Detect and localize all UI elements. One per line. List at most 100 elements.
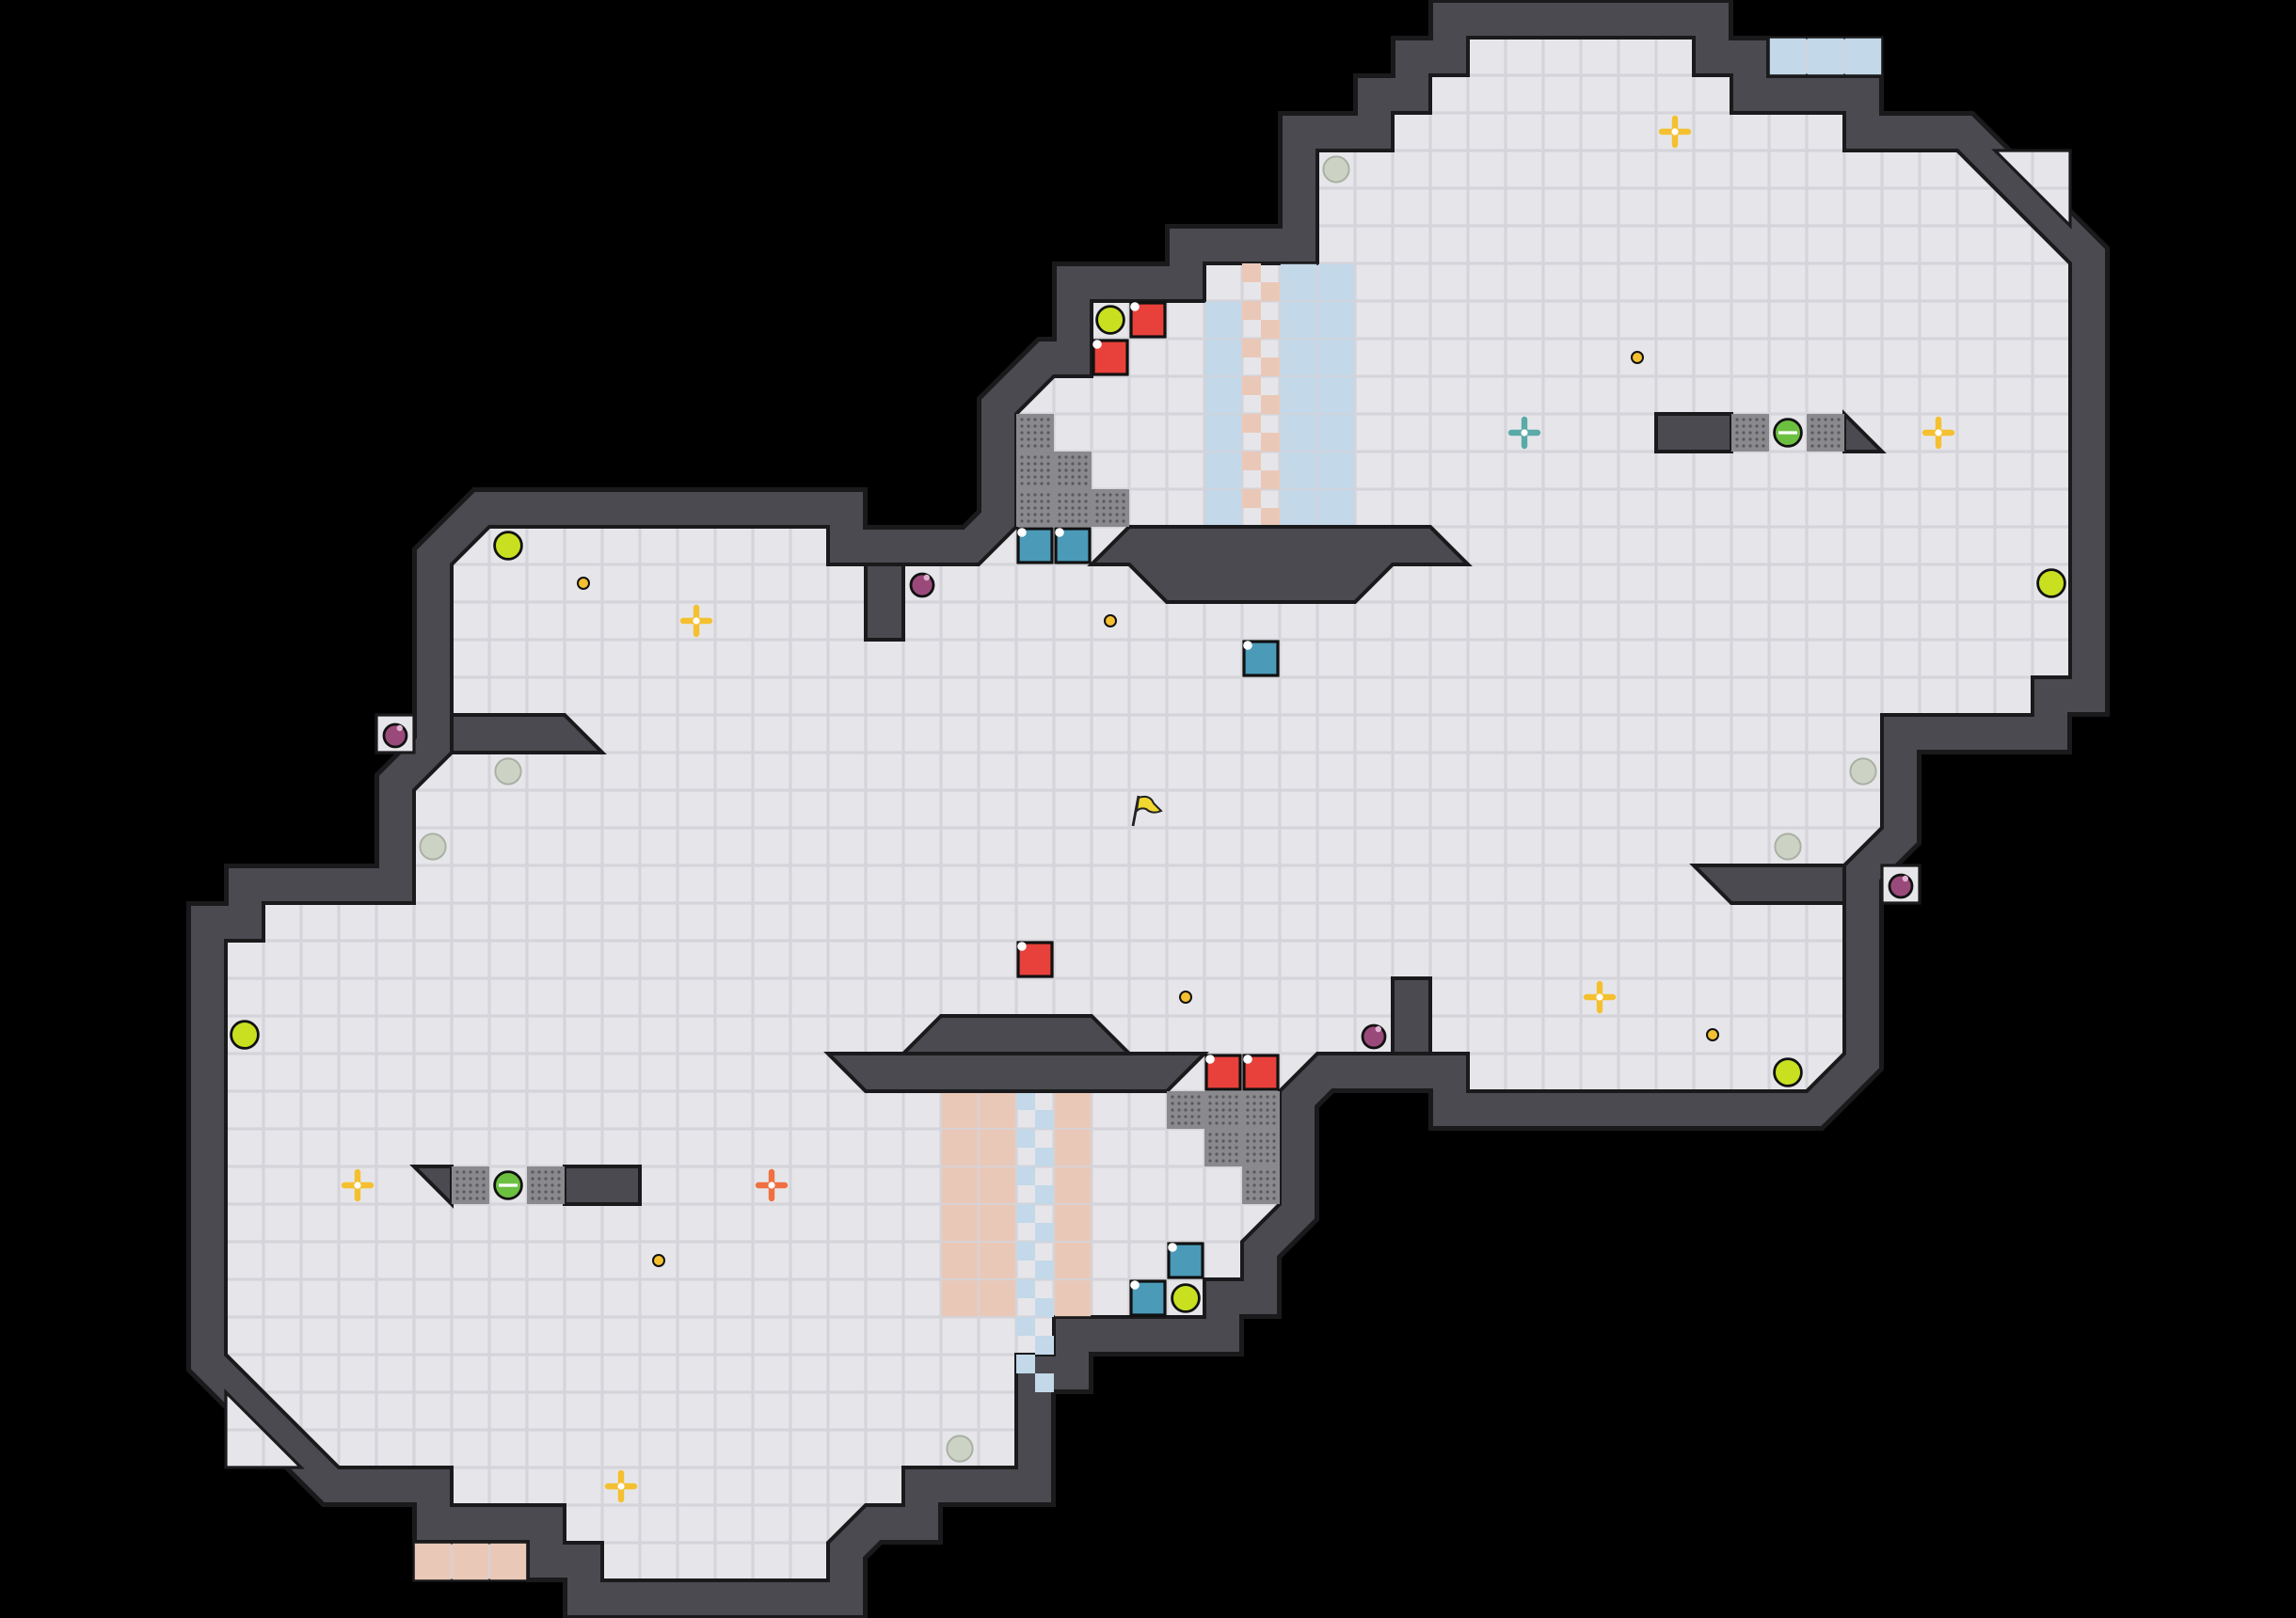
- grate-dot: [1246, 1159, 1250, 1163]
- grate-dot: [1259, 1152, 1263, 1156]
- grate-dot: [1266, 1177, 1269, 1181]
- grate-dot: [1115, 513, 1119, 516]
- grate-dot: [1755, 437, 1759, 441]
- grate-dot: [1735, 431, 1739, 435]
- grate-dot: [1742, 437, 1746, 441]
- blue-gate-checker: [1035, 1110, 1054, 1129]
- grate-dot: [1033, 482, 1037, 485]
- grate-dot: [1027, 424, 1030, 428]
- grate-dot: [1235, 1133, 1238, 1136]
- grate-dot: [1084, 519, 1088, 523]
- grate-dot: [455, 1197, 459, 1200]
- grate-dot: [482, 1177, 486, 1181]
- grate-dot: [1272, 1177, 1276, 1181]
- grate-dot: [1272, 1115, 1276, 1118]
- grate-dot: [1215, 1095, 1219, 1099]
- boost-icon-center: [693, 617, 700, 625]
- grate-dot: [1837, 424, 1841, 428]
- grate-dot: [1272, 1159, 1276, 1163]
- grate-dot: [1272, 1121, 1276, 1125]
- grate-dot: [1122, 506, 1125, 510]
- grate-dot: [1040, 444, 1044, 448]
- grate-dot: [1259, 1133, 1263, 1136]
- boost-icon-center: [1596, 993, 1603, 1001]
- grate-dot: [1252, 1197, 1256, 1200]
- red-zone-tile: [979, 1242, 1016, 1279]
- grate-dot: [1259, 1108, 1263, 1112]
- grate-dot: [531, 1190, 534, 1194]
- grate-dot: [1108, 506, 1112, 510]
- grate-dot: [1102, 493, 1106, 497]
- grate-dot: [1208, 1102, 1212, 1105]
- grate-dot: [1197, 1095, 1201, 1099]
- grate-dot: [475, 1170, 479, 1174]
- grate-dot: [1748, 444, 1752, 448]
- grate-dot: [1122, 493, 1125, 497]
- grate-dot: [1272, 1102, 1276, 1105]
- grate-dot: [1040, 506, 1044, 510]
- grate-dot: [1837, 418, 1841, 421]
- grate-dot: [1830, 431, 1834, 435]
- powerup-icon: [493, 531, 523, 561]
- grate-dot: [1058, 482, 1061, 485]
- grate-dot: [1046, 444, 1050, 448]
- grate-dot: [1810, 437, 1814, 441]
- grate-dot: [1235, 1159, 1238, 1163]
- grate-dot: [1184, 1108, 1188, 1112]
- grate-dot: [1259, 1183, 1263, 1187]
- blue-gate-checker: [1035, 1185, 1054, 1204]
- grate-dot: [1246, 1197, 1250, 1200]
- red-gate-checker: [1261, 282, 1280, 301]
- grate-dot: [1246, 1152, 1250, 1156]
- red-zone-tile: [1054, 1091, 1092, 1129]
- grate-dot: [1071, 500, 1075, 503]
- grate-dot: [1272, 1095, 1276, 1099]
- grate-dot: [1071, 519, 1075, 523]
- grate-dot: [1208, 1139, 1212, 1143]
- grate-dot: [1266, 1197, 1269, 1200]
- red-zone-tile: [979, 1166, 1016, 1204]
- grate-dot: [1077, 482, 1081, 485]
- grate-dot: [469, 1170, 472, 1174]
- tile-glint: [1017, 942, 1027, 951]
- grate-dot: [1735, 437, 1739, 441]
- grate-dot: [1810, 431, 1814, 435]
- grate-dot: [1246, 1190, 1250, 1194]
- grate-dot: [1246, 1095, 1250, 1099]
- red-gate-checker: [1242, 263, 1261, 282]
- grate-dot: [1197, 1115, 1201, 1118]
- grate-dot: [1272, 1139, 1276, 1143]
- grate-dot: [455, 1170, 459, 1174]
- blue-zone-tile: [1280, 339, 1317, 376]
- grate-dot: [1071, 506, 1075, 510]
- tile-glint: [1017, 528, 1027, 537]
- grate-dot: [1208, 1152, 1212, 1156]
- grate-dot: [1046, 519, 1050, 523]
- red-tile: [1204, 1054, 1242, 1091]
- red-gate-checker: [1242, 376, 1261, 395]
- grate-dot: [1762, 424, 1765, 428]
- red-gate-checker: [1242, 339, 1261, 357]
- grate-dot: [1817, 437, 1821, 441]
- grate-dot: [1208, 1115, 1212, 1118]
- grate-dot: [475, 1197, 479, 1200]
- grate-dot: [557, 1177, 561, 1181]
- grate-dot: [1235, 1115, 1238, 1118]
- powerup-icon: [2036, 568, 2066, 598]
- blue-zone-tile: [1317, 376, 1355, 414]
- red-zone-tile: [1054, 1204, 1092, 1242]
- grate-dot: [1020, 482, 1024, 485]
- grate-dot: [1215, 1102, 1219, 1105]
- grate-dot: [1046, 475, 1050, 479]
- red-zone-tile: [979, 1204, 1016, 1242]
- grate-dot: [1228, 1095, 1232, 1099]
- grate-dot: [1033, 455, 1037, 459]
- grate-dot: [1095, 519, 1099, 523]
- grate-dot: [1027, 455, 1030, 459]
- blue-gate-checker: [1016, 1242, 1035, 1261]
- grate-dot: [1824, 444, 1827, 448]
- grate-dot: [1046, 462, 1050, 466]
- grate-dot: [1064, 519, 1068, 523]
- grate-dot: [1020, 424, 1024, 428]
- grate-dot: [1064, 506, 1068, 510]
